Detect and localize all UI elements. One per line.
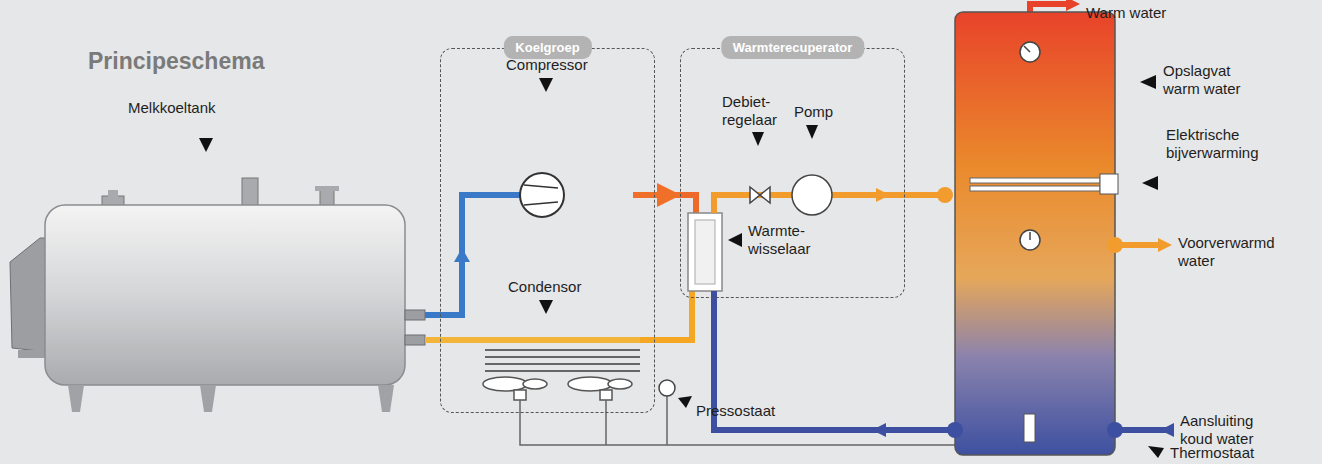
part-label: Elektrische bijverwarming: [1166, 126, 1284, 162]
flow-arrow: [454, 248, 470, 262]
compressor-symbol: [520, 173, 564, 217]
part-label: Melkkoeltank: [128, 99, 216, 117]
group-heading: Warmterecuperator: [721, 36, 864, 59]
part-label: Voorverwarmd water: [1178, 234, 1298, 270]
part-label: Compressor: [506, 56, 588, 74]
part-label: Pomp: [794, 103, 833, 121]
connection-dots: [937, 187, 1123, 438]
heat-exchanger: [688, 213, 722, 291]
group-heading: Koelgroep: [503, 36, 591, 59]
part-label: Pressostaat: [696, 402, 775, 420]
pump-symbol: [792, 175, 832, 215]
label-pointers: [199, 75, 1164, 458]
storage-vessel: [955, 12, 1118, 455]
part-label: Opslagvat warm water: [1163, 62, 1258, 98]
refrigerant-pipe: [633, 192, 681, 198]
flow-regulator: [750, 187, 770, 203]
diagram-title: Principeschema: [88, 48, 264, 75]
control-wires: [520, 396, 1029, 445]
pressure-switch: [659, 380, 675, 396]
part-label: Thermostaat: [1170, 444, 1254, 462]
group-box: Koelgroep: [440, 48, 655, 413]
part-label: Debiet- regelaar: [722, 93, 794, 129]
condenser-coil: [485, 350, 640, 371]
part-label: Warm water: [1086, 4, 1166, 22]
part-label: Aansluiting koud water: [1180, 412, 1288, 448]
group-box: Warmterecuperator: [680, 48, 905, 298]
milk-cooling-tank: [10, 178, 425, 412]
part-label: Condensor: [508, 278, 581, 296]
condenser-fans: [483, 377, 632, 400]
part-label: Warmte- wisselaar: [748, 222, 830, 258]
refrigerant-pipes: [425, 195, 696, 340]
